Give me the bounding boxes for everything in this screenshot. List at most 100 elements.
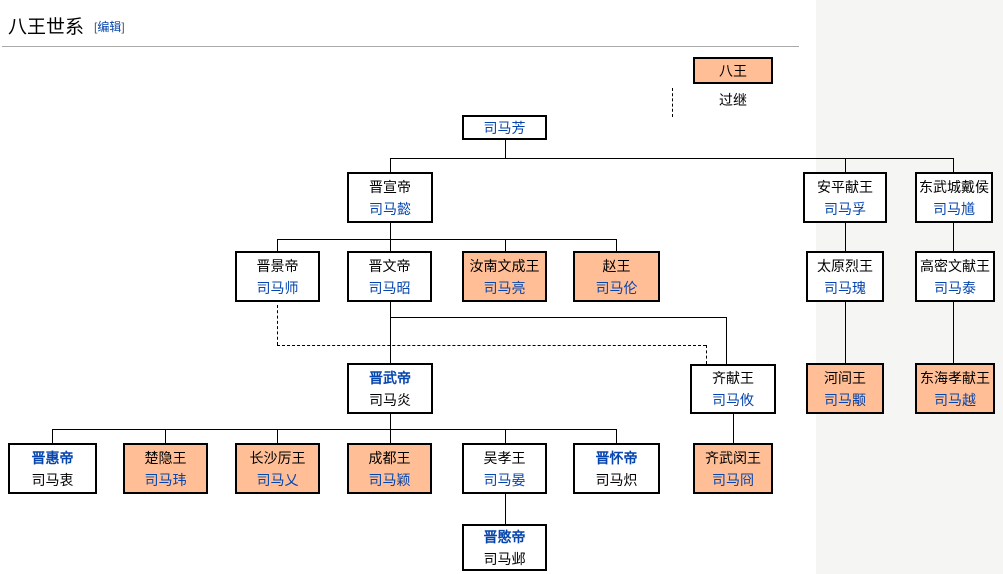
person-link[interactable]: 司马馗 [933, 200, 975, 217]
person-link[interactable]: 司马泰 [934, 279, 976, 296]
person-link[interactable]: 司马晏 [483, 471, 526, 488]
person-link[interactable]: 晋愍帝 [483, 528, 526, 545]
person-label: 吴孝王 [483, 449, 526, 466]
connector-line [390, 317, 726, 318]
connector-line [845, 223, 846, 251]
person-label: 司马邺 [483, 550, 526, 567]
connector-line [390, 158, 953, 159]
legend-highlight-box: 八王 [693, 57, 773, 84]
person-label: 司马炎 [369, 391, 411, 408]
person-label: 长沙厉王 [249, 449, 306, 466]
legend-adoption-label: 过继 [719, 92, 747, 108]
legend-adoption-dashed-line [672, 88, 673, 117]
person-label: 赵王 [602, 257, 631, 274]
tree-node-changsha-li-wang: 长沙厉王司马乂 [235, 443, 320, 494]
connector-line [726, 317, 727, 364]
tree-node-donghai-xiaoxian-wang: 东海孝献王司马越 [915, 363, 995, 414]
person-link[interactable]: 司马玮 [144, 471, 187, 488]
connector-line [52, 429, 616, 430]
adoption-connector-line [277, 345, 706, 346]
person-label: 东海孝献王 [920, 369, 990, 386]
tree-node-jin-xuan-di: 晋宣帝司马懿 [347, 172, 433, 223]
connector-line [165, 429, 166, 443]
tree-node-runan-wencheng-wang: 汝南文成王司马亮 [462, 251, 547, 302]
person-label: 晋景帝 [256, 257, 299, 274]
tree-node-jin-hui-di: 晋惠帝司马衷 [8, 443, 97, 494]
tree-node-dongwucheng-dai-hou: 东武城戴侯司马馗 [915, 172, 993, 223]
connector-line [505, 239, 506, 251]
connector-line [845, 302, 846, 363]
person-label: 晋文帝 [368, 257, 411, 274]
tree-node-chengdu-wang: 成都王司马颖 [347, 443, 432, 494]
tree-node-jin-jing-di: 晋景帝司马师 [235, 251, 320, 302]
person-link[interactable]: 司马伦 [595, 279, 638, 296]
person-link[interactable]: 司马昭 [368, 279, 411, 296]
person-link[interactable]: 司马颖 [368, 471, 411, 488]
person-link[interactable]: 司马懿 [369, 200, 411, 217]
connector-line [953, 158, 954, 172]
connector-line [390, 158, 391, 172]
adoption-connector-line [706, 345, 707, 364]
person-label: 太原烈王 [817, 257, 873, 274]
page-title: 八王世系 [8, 17, 85, 38]
person-label: 司马炽 [595, 471, 638, 488]
tree-node-jin-huai-di: 晋怀帝司马炽 [573, 443, 660, 494]
connector-line [616, 429, 617, 443]
connector-line [52, 429, 53, 443]
connector-line [390, 223, 391, 239]
person-label: 齐武闵王 [705, 449, 761, 466]
legend-highlight-label: 八王 [719, 62, 747, 79]
person-link[interactable]: 司马冏 [712, 471, 754, 488]
connector-line [277, 239, 616, 240]
connector-line [390, 302, 391, 363]
connector-line [953, 302, 954, 363]
person-link[interactable]: 晋惠帝 [31, 449, 74, 466]
person-label: 河间王 [824, 369, 866, 386]
person-label: 成都王 [368, 449, 411, 466]
person-link[interactable]: 司马越 [934, 391, 976, 408]
connector-line [277, 239, 278, 251]
edit-link[interactable]: 编辑 [97, 20, 122, 34]
connector-line [505, 429, 506, 443]
tree-node-chu-yin-wang: 楚隐王司马玮 [123, 443, 208, 494]
tree-node-gaomi-wenxian-wang: 高密文献王司马泰 [915, 251, 995, 302]
person-link[interactable]: 司马瑰 [824, 279, 866, 296]
person-link[interactable]: 司马亮 [483, 279, 526, 296]
person-link[interactable]: 司马颙 [824, 391, 866, 408]
person-label: 东武城戴侯 [919, 178, 989, 195]
connector-line [390, 239, 391, 251]
person-link[interactable]: 司马攸 [712, 392, 754, 408]
person-link[interactable]: 晋怀帝 [595, 449, 638, 466]
connector-line [505, 494, 506, 524]
person-label: 晋宣帝 [369, 178, 411, 195]
connector-line [505, 139, 506, 158]
person-label: 高密文献王 [920, 257, 990, 274]
person-label: 楚隐王 [144, 449, 187, 466]
tree-node-sima-fang: 司马芳 [462, 115, 547, 140]
connector-line [277, 429, 278, 443]
person-link[interactable]: 司马师 [256, 279, 299, 296]
connector-line [390, 429, 391, 443]
tree-node-hejian-wang: 河间王司马颙 [806, 363, 884, 414]
tree-node-jin-wen-di: 晋文帝司马昭 [347, 251, 432, 302]
connector-line [845, 158, 846, 172]
tree-node-zhao-wang: 赵王司马伦 [573, 251, 660, 302]
adoption-connector-line [277, 305, 278, 345]
tree-node-qi-xian-wang: 齐献王司马攸 [690, 364, 776, 414]
person-link[interactable]: 司马芳 [483, 119, 526, 136]
person-link[interactable]: 司马孚 [824, 200, 866, 217]
person-label: 汝南文成王 [469, 257, 540, 274]
connector-line [953, 223, 954, 251]
tree-node-qi-wumin-wang: 齐武闵王司马冏 [693, 443, 773, 494]
person-link[interactable]: 晋武帝 [369, 369, 411, 386]
person-link[interactable]: 司马乂 [256, 471, 299, 488]
tree-node-jin-min-di: 晋愍帝司马邺 [462, 524, 547, 571]
tree-node-taiyuan-lie-wang: 太原烈王司马瑰 [806, 251, 884, 302]
person-label: 齐献王 [712, 370, 754, 386]
tree-node-anping-xian-wang: 安平献王司马孚 [803, 172, 887, 223]
person-label: 司马衷 [31, 471, 74, 488]
section-heading: 八王世系[编辑] [2, 12, 799, 47]
tree-node-jin-wu-di: 晋武帝司马炎 [347, 363, 433, 414]
